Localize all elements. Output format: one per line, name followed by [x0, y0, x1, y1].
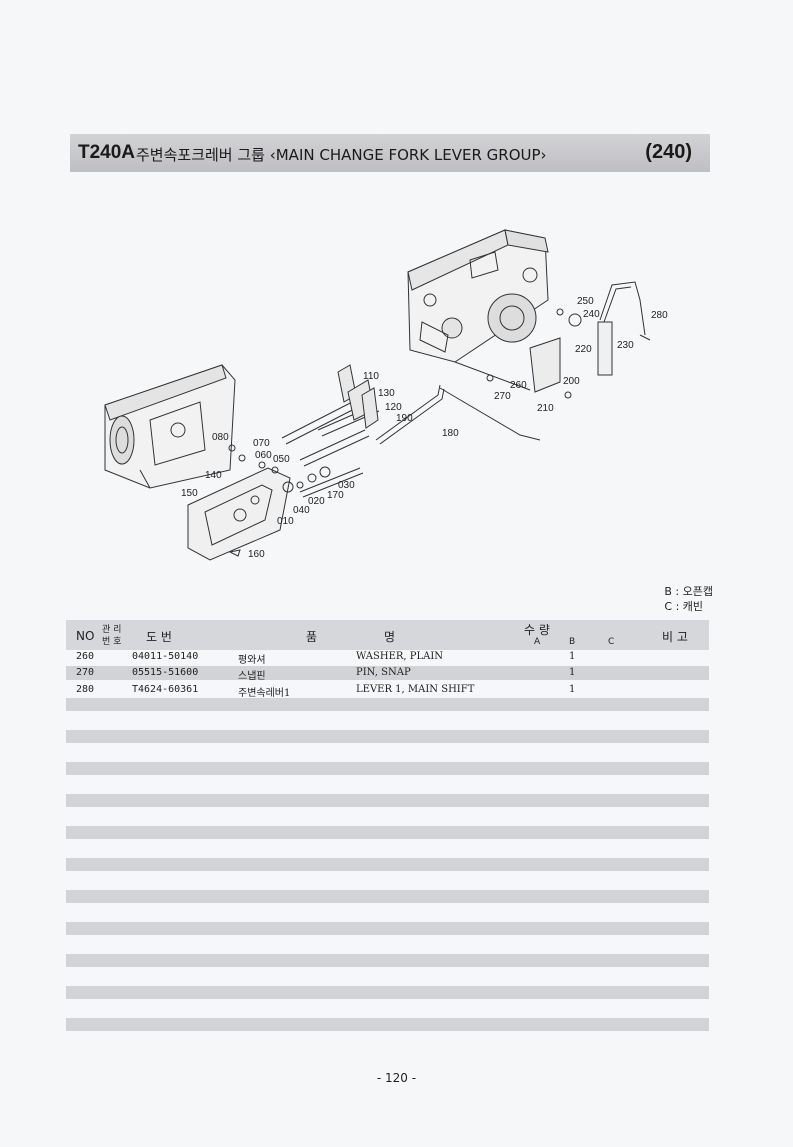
row-no: 260: [76, 651, 95, 662]
table-row: 260 04011-50140 평와셔 WASHER, PLAIN 1: [66, 650, 709, 666]
group-page-ref: (240): [645, 141, 692, 163]
callout-080: 080: [212, 432, 229, 443]
row-no: 270: [76, 667, 95, 678]
table-row-stripe: [66, 922, 709, 935]
callout-140: 140: [205, 470, 222, 481]
row-qty-b: 1: [569, 667, 576, 678]
callout-120: 120: [385, 402, 402, 413]
row-no: 280: [76, 684, 95, 695]
table-row-stripe: [66, 826, 709, 839]
header-qty: 수 량: [524, 623, 550, 637]
row-name-en: PIN, SNAP: [356, 667, 411, 678]
callout-070: 070: [253, 438, 270, 449]
exploded-parts-diagram: 250 240 280 220 230 260 200 270 210 110 …: [104, 229, 668, 561]
callout-130: 130: [378, 388, 395, 399]
callout-150: 150: [181, 488, 198, 499]
row-name-kr: 주변속레버1: [238, 688, 291, 699]
table-row-stripe: [66, 794, 709, 807]
table-row-stripe: [66, 762, 709, 775]
header-name-a: 품: [306, 630, 318, 644]
callout-060: 060: [255, 450, 272, 461]
table-row: 270 05515-51600 스냅핀 PIN, SNAP 1: [66, 666, 709, 682]
row-name-kr: 스냅핀: [238, 671, 266, 682]
callout-020: 020: [308, 496, 325, 507]
row-qty-b: 1: [569, 651, 576, 662]
callout-040: 040: [293, 505, 310, 516]
parts-table-header: NO 관 리 번 호 도 번 품 명 수 량 A B C 비 고: [66, 620, 709, 650]
table-row-stripe: [66, 890, 709, 903]
header-qty-b: B: [569, 637, 576, 647]
table-row-stripe: [66, 1018, 709, 1031]
small-parts-drawing: [228, 308, 582, 557]
header-part-no: 도 번: [146, 630, 172, 644]
callout-010: 010: [277, 516, 294, 527]
page-number: - 120 -: [376, 1071, 417, 1085]
callout-200: 200: [563, 376, 580, 387]
header-remarks: 비 고: [662, 630, 688, 644]
callout-190: 190: [396, 413, 413, 424]
header-mgmt-bottom: 번 호: [102, 637, 122, 647]
callout-180: 180: [442, 428, 459, 439]
header-name-b: 명: [384, 630, 396, 644]
row-part-no: 05515-51600: [132, 667, 199, 678]
callout-160: 160: [248, 549, 265, 560]
row-name-kr: 평와셔: [238, 655, 266, 666]
lever-bracket-drawing: [529, 281, 651, 393]
table-row-stripe: [66, 666, 709, 680]
row-name-en: LEVER 1, MAIN SHIFT: [356, 684, 475, 695]
callout-170: 170: [327, 490, 344, 501]
table-row-stripe: [66, 858, 709, 871]
diagram-callouts: 250 240 280 220 230 260 200 270 210 110 …: [181, 296, 668, 560]
legend-line-c: C : 캐빈: [664, 600, 704, 613]
row-name-en: WASHER, PLAIN: [356, 651, 444, 662]
group-code: T240A: [78, 142, 136, 163]
header-no: NO: [76, 629, 95, 643]
title-bar: T240A 주변속포크레버 그룹 ‹MAIN CHANGE FORK LEVER…: [70, 134, 710, 172]
callout-250: 250: [577, 296, 594, 307]
row-part-no: T4624-60361: [132, 684, 199, 695]
transmission-housing-drawing: [407, 229, 549, 391]
table-row-stripe: [66, 986, 709, 999]
callout-240: 240: [583, 309, 600, 320]
callout-230: 230: [617, 340, 634, 351]
callout-050: 050: [273, 454, 290, 465]
table-row-stripe: [66, 954, 709, 967]
cover-plate-drawing: [187, 467, 291, 561]
front-housing-drawing: [104, 364, 236, 489]
callout-260: 260: [510, 380, 527, 391]
callout-110: 110: [363, 371, 379, 382]
callout-270: 270: [494, 391, 511, 402]
callout-210: 210: [537, 403, 554, 414]
table-row-stripe: [66, 698, 709, 711]
variant-legend: B : 오픈캡 C : 캐빈: [664, 584, 713, 614]
callout-030: 030: [338, 480, 355, 491]
group-title: 주변속포크레버 그룹 ‹MAIN CHANGE FORK LEVER GROUP…: [136, 146, 547, 164]
header-mgmt-top: 관 리: [102, 625, 122, 635]
row-part-no: 04011-50140: [132, 651, 199, 662]
table-row-stripe: [66, 730, 709, 743]
header-qty-a: A: [534, 637, 541, 647]
table-row: 280 T4624-60361 주변속레버1 LEVER 1, MAIN SHI…: [66, 683, 709, 699]
shift-rods-drawing: [281, 384, 541, 498]
callout-280: 280: [651, 310, 668, 321]
shift-forks-drawing: [337, 364, 379, 429]
header-qty-c: C: [608, 637, 615, 647]
row-qty-b: 1: [569, 684, 576, 695]
legend-line-b: B : 오픈캡: [664, 585, 713, 598]
callout-220: 220: [575, 344, 592, 355]
